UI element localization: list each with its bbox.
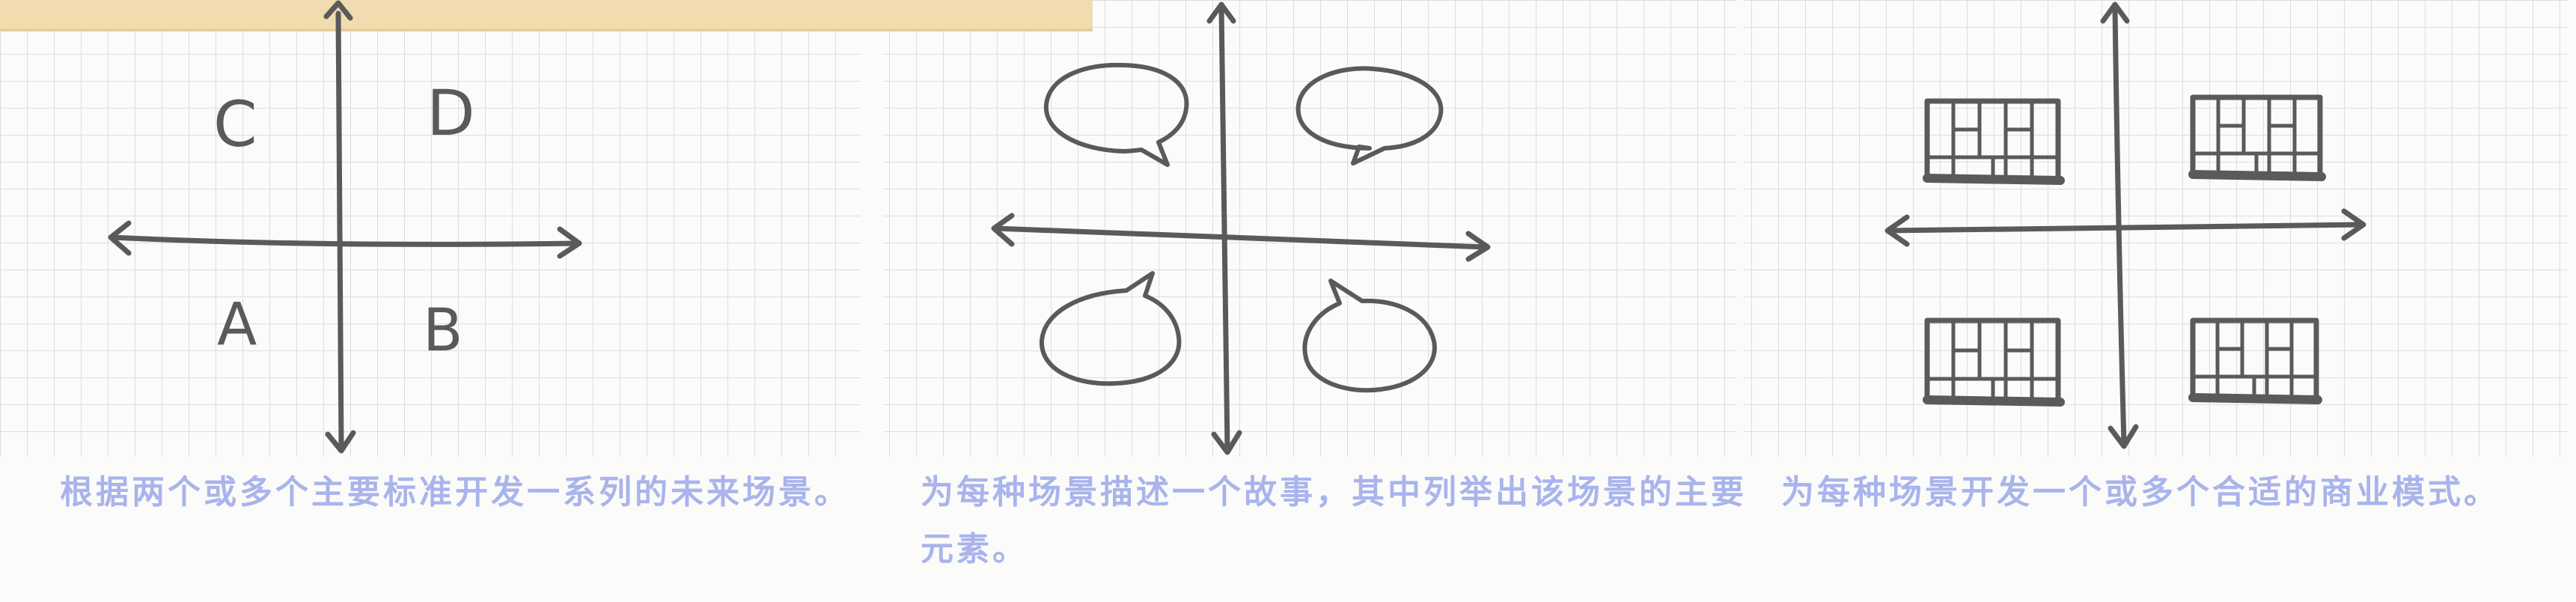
panel-1-caption: 根据两个或多个主要标准开发一系列的未来场景。 (60, 473, 850, 511)
panel-2-up-arrowhead (1206, 1, 1236, 24)
grid-paper-1 (0, 0, 861, 457)
panel-3-axes (1884, 1, 2366, 449)
quadrant-label-bottom-right: B (423, 297, 463, 365)
panel-1-left-arrowhead (108, 220, 132, 256)
quadrant-label-top-right: D (427, 76, 475, 150)
tape-strip (0, 0, 1093, 28)
panel-2-caption: 为每种场景描述一个故事，其中列举出该场景的主要元素。 (921, 473, 1747, 568)
speech-bubble-icon (1043, 62, 1189, 167)
panel-1-horizontal-axis (109, 234, 579, 247)
tape-edge (0, 28, 1093, 31)
business-model-grid-icon (2188, 317, 2322, 404)
panel-3-caption: 为每种场景开发一个或多个合适的商业模式。 (1781, 473, 2500, 511)
business-model-grid-icon (1923, 317, 2065, 407)
panel-2-right-arrowhead (1465, 231, 1491, 262)
panel-1-vertical-axis (335, 10, 344, 451)
panel-3-vertical-axis (2112, 4, 2127, 446)
panel-2-left-arrowhead (991, 213, 1015, 247)
panel-3-horizontal-axis (1887, 222, 2364, 234)
business-model-grid-icon (2188, 94, 2326, 181)
panel-1-quadrant-letters: C D A B (213, 76, 475, 365)
panel-1-right-arrowhead (557, 226, 582, 259)
panel-3-down-arrowhead (2108, 424, 2139, 449)
quadrant-label-bottom-left: A (217, 291, 257, 359)
business-model-grid-icon (1923, 98, 2065, 185)
quadrant-label-top-left: C (213, 88, 257, 161)
speech-bubble-icon (1295, 66, 1444, 165)
panel-1-up-arrowhead (323, 0, 353, 21)
panel-2-vertical-axis (1218, 4, 1230, 452)
panel-1-axes (108, 0, 582, 454)
panel-2-horizontal-axis (992, 225, 1489, 250)
speech-bubble-icon (1039, 271, 1182, 386)
panel-3-canvas-grids (1923, 94, 2326, 407)
panel-3-left-arrowhead (1884, 214, 1910, 247)
panel-3-right-arrowhead (2341, 208, 2366, 241)
panel-1-down-arrowhead (325, 430, 356, 454)
panel-2-down-arrowhead (1211, 430, 1242, 455)
panel-3-up-arrowhead (2100, 1, 2130, 24)
panel-2-axes (991, 1, 1491, 455)
panel-2-speech-bubbles (1039, 62, 1444, 393)
speech-bubble-icon (1302, 279, 1437, 393)
